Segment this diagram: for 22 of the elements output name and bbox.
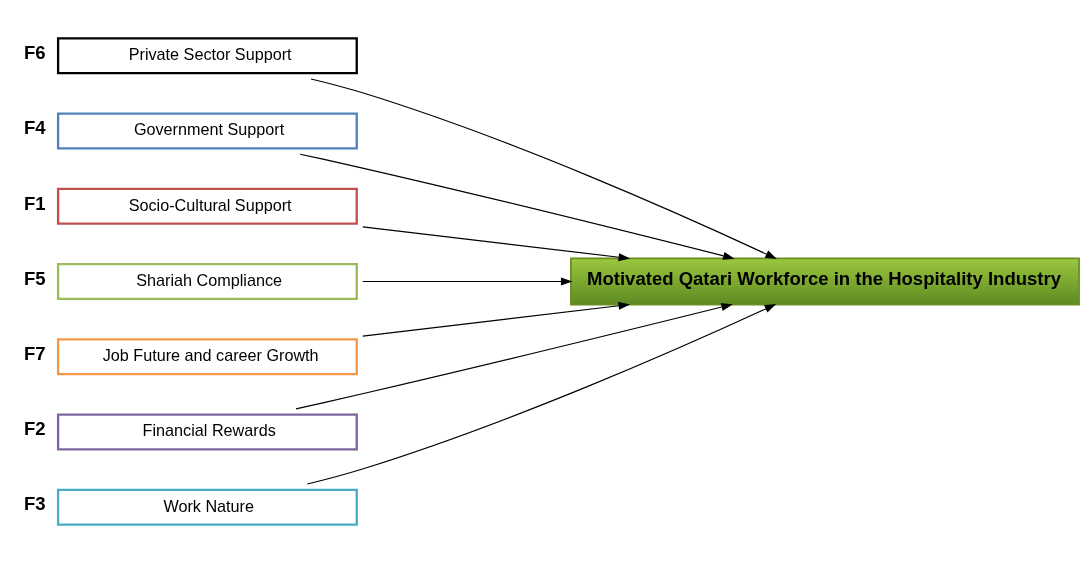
node-box: Shariah Compliance — [56, 262, 358, 300]
node-label: F6 — [23, 41, 46, 63]
node-box: Socio-Cultural Support — [56, 187, 358, 225]
node-box: Job Future and career Growth — [56, 337, 358, 375]
arrow — [295, 302, 733, 409]
arrow — [362, 301, 631, 337]
node-label: F5 — [23, 267, 46, 289]
node-box: Financial Rewards — [56, 412, 358, 450]
arrow — [299, 153, 735, 260]
node-box: Motivated Qatari Workforce in the Hospitality Industry — [570, 257, 1080, 305]
node-label: F2 — [23, 417, 46, 439]
node-box: Work Nature — [56, 488, 358, 526]
node-box: Government Support — [56, 112, 358, 150]
node-label: F4 — [23, 116, 46, 138]
arrow — [362, 225, 631, 261]
arrow — [362, 276, 573, 286]
arrow — [310, 77, 777, 259]
node-label: F7 — [23, 342, 46, 364]
node-label: F3 — [23, 492, 46, 514]
node-label: F1 — [23, 192, 46, 213]
arrow — [306, 303, 777, 485]
node-box: Private Sector Support — [56, 36, 358, 74]
